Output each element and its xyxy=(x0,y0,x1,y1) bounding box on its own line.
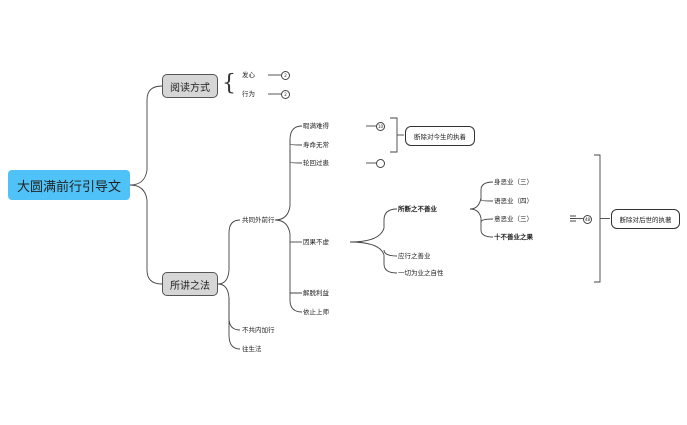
collapse-badge-mind[interactable]: 48 xyxy=(583,215,592,224)
note-cut-next-life[interactable]: 断除对后世的执著 xyxy=(611,209,680,229)
brace-symbol: { xyxy=(222,71,236,96)
item-freedoms[interactable]: 暇满难得 xyxy=(303,122,329,130)
item-karma[interactable]: 因果不虚 xyxy=(303,238,329,246)
item-common-preliminaries[interactable]: 共同外前行 xyxy=(242,216,275,224)
item-speech-nonvirtue[interactable]: 语恶业（四） xyxy=(494,197,533,205)
collapse-badge-motivation[interactable]: 2 xyxy=(281,71,290,80)
item-all-depends[interactable]: 一切为业之自性 xyxy=(398,269,444,277)
item-motivation[interactable]: 发心 xyxy=(242,71,255,79)
root-node[interactable]: 大圆满前行引导文 xyxy=(8,170,130,200)
item-conduct[interactable]: 行为 xyxy=(242,90,255,98)
branch-reading-method[interactable]: 阅读方式 xyxy=(162,74,218,98)
collapse-badge-conduct[interactable]: 2 xyxy=(281,90,290,99)
collapse-badge-samsara[interactable] xyxy=(376,159,385,168)
item-guru[interactable]: 依止上师 xyxy=(303,308,329,316)
item-samsara[interactable]: 轮回过患 xyxy=(303,159,329,167)
note-cut-this-life[interactable]: 断除对今生的执着 xyxy=(405,126,475,146)
item-mind-nonvirtue[interactable]: 意恶业（三） xyxy=(494,215,533,223)
item-ten-results[interactable]: 十不善业之果 xyxy=(494,233,533,241)
branch-teaching[interactable]: 所讲之法 xyxy=(162,272,218,296)
item-liberation[interactable]: 解脱利益 xyxy=(303,289,329,297)
item-impermanence[interactable]: 寿命无常 xyxy=(303,141,329,149)
item-uncommon-preliminaries[interactable]: 不共内加行 xyxy=(242,326,275,334)
item-body-nonvirtue[interactable]: 身恶业（三） xyxy=(494,178,533,186)
item-nonvirtue[interactable]: 所断之不善业 xyxy=(398,205,437,213)
item-virtue[interactable]: 应行之善业 xyxy=(398,252,431,260)
collapse-badge-freedoms[interactable]: 10 xyxy=(376,122,385,131)
item-phowa[interactable]: 往生法 xyxy=(242,345,262,353)
